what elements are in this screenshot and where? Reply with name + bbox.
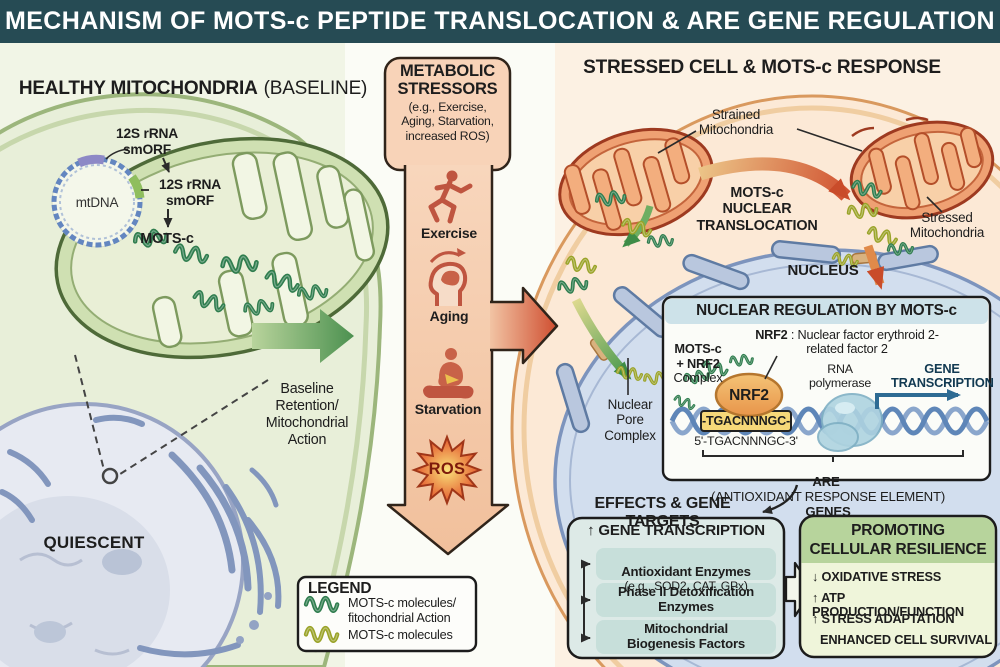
effects-transcription: ↑ GENE TRANSCRIPTION <box>587 522 765 539</box>
motsc-nrf2-complex-label: MOTS-c + NRF2 Complex <box>673 341 723 386</box>
resilience-item-adaptation: ↑ STRESS ADAPTATION <box>812 611 955 626</box>
effects-target-phase2: Phase II Detoxification Enzymes <box>617 584 755 614</box>
resilience-title: PROMOTING CELLULAR RESILIENCE <box>809 522 987 559</box>
transcription-arrow <box>875 389 961 409</box>
stress-branch-arrow <box>490 286 559 365</box>
mtdna-plasmid <box>51 148 149 248</box>
motion-marks <box>851 116 929 137</box>
nrf2-protein <box>714 372 784 418</box>
healthy-section-header: HEALTHY MITOCHONDRIA(BASELINE) <box>18 78 368 100</box>
baseline-retention-arrow <box>252 309 354 363</box>
starvation-icon <box>423 348 474 399</box>
baseline-retention-label: Baseline Retention/ Mitochondrial Action <box>265 381 349 448</box>
effects-box <box>566 516 786 660</box>
smorf-label-2: 12S rRNA smORF <box>158 177 222 208</box>
legend-item-yellow: MOTS-c molecules <box>348 628 453 642</box>
starvation-label: Starvation <box>414 401 482 417</box>
rna-polymerase <box>817 393 883 452</box>
nrf2-definition: NRF2 : Nuclear factor erythroid 2-relate… <box>755 328 939 357</box>
motsc-label: MOTS-c <box>140 231 194 247</box>
nuclear-box-title: NUCLEAR REGULATION BY MOTS-c <box>696 302 957 319</box>
nrf2-pointer-line <box>764 355 778 380</box>
healthy-mitochondrion <box>51 136 390 360</box>
resilience-box <box>798 514 998 659</box>
are-bracket <box>702 450 964 462</box>
ros-burst-icon <box>411 434 483 506</box>
effects-target-biogenesis: Mitochondrial Biogenesis Factors <box>626 621 746 651</box>
nuclear-envelope-segments <box>555 240 939 434</box>
aging-head-icon <box>428 248 468 306</box>
resilience-item-atp: ↑ ATP PRODUCTION/FUNCTION <box>812 590 964 620</box>
ros-label: ROS <box>428 460 466 478</box>
label-connectors <box>627 128 943 395</box>
nuclear-pore-label: Nuclear Pore Complex <box>604 397 656 443</box>
stressor-column <box>252 56 559 556</box>
legend-item-green: MOTS-c molecules/ fitochondrial Action <box>348 596 456 625</box>
effects-header: EFFECTS & GENE TARGETS <box>594 495 731 531</box>
are-sequence-label: 5'-TGACNNNGC-3' <box>694 434 798 448</box>
smorf-label-1: 12S rRNA smORF <box>115 126 179 157</box>
exercise-label: Exercise <box>420 225 477 241</box>
stressed-mito-label: Stressed Mitochondria <box>909 210 985 241</box>
mtdna-label: mtDNA <box>75 195 119 210</box>
quiescent-cell <box>0 402 282 667</box>
resilience-item-survival: ENHANCED CELL SURVIVAL <box>820 632 992 647</box>
legend-box <box>296 575 478 653</box>
rna-polymerase-label: RNA polymerase <box>808 362 872 391</box>
stressors-title: METABOLIC STRESSORS <box>397 62 498 98</box>
page-title: MECHANISM OF MOTS-c PEPTIDE TRANSLOCATIO… <box>4 7 996 35</box>
strained-mitochondrion-left <box>558 127 714 237</box>
stressed-section-header: STRESSED CELL & MOTS-c RESPONSE <box>583 57 941 78</box>
are-motif-label: -TGACNNNGC- <box>701 414 791 428</box>
translocation-label: MOTS-c NUCLEAR TRANSLOCATION <box>696 185 818 234</box>
legend-title: LEGEND <box>308 580 372 597</box>
nrf2-blob-label: NRF2 <box>729 387 769 404</box>
aging-label: Aging <box>429 308 469 324</box>
zoom-callout-lines <box>74 354 269 485</box>
runner-icon <box>428 170 473 224</box>
resilience-item-oxidative: ↓ OXIDATIVE STRESS <box>812 569 942 584</box>
strained-mito-label: Strained Mitochondria <box>698 107 774 138</box>
nucleus-label: NUCLEUS <box>787 262 859 279</box>
gene-transcription-label: GENE TRANSCRIPTION <box>891 361 994 391</box>
stressors-subtitle: (e.g., Exercise, Aging, Starvation, incr… <box>401 100 494 143</box>
quiescent-label: QUIESCENT <box>43 533 145 552</box>
are-genes-label: ARE (ANTIOXIDANT RESPONSE ELEMENT) GENES <box>710 473 946 519</box>
stressed-mitochondrion-right <box>849 120 995 220</box>
nuclear-regulation-box <box>661 295 992 482</box>
effects-target-antioxidant: Antioxidant Enzymes (e.g., SOD2, CAT, GP… <box>621 563 751 593</box>
box-to-effects-arrow <box>762 484 799 514</box>
title-bar: MECHANISM OF MOTS-c PEPTIDE TRANSLOCATIO… <box>0 0 1000 43</box>
